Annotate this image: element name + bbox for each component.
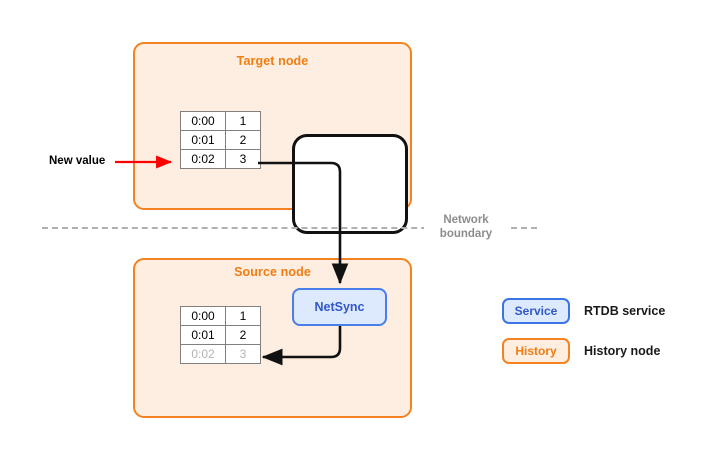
network-boundary-line2: boundary [439,228,493,240]
source-row-2-time: 0:02 [180,344,226,364]
netsync-service-box: NetSync [292,288,387,326]
source-row-2-value: 3 [225,344,261,364]
target-row-0-time: 0:00 [180,111,226,131]
target-node-container: Target node [133,42,412,234]
legend-chip-service: Service [502,298,570,324]
target-row-1-value: 2 [225,130,261,150]
target-node-title: Target node [236,54,309,68]
target-row-0-value: 1 [225,111,261,131]
target-history-table: 0:00 1 0:01 2 0:02 3 [180,111,261,169]
network-boundary-label: Network boundary [424,212,508,242]
target-history-node-box [292,134,408,234]
target-row-1-time: 0:01 [180,130,226,150]
legend-chip-history: History [502,338,570,364]
table-row: 0:02 3 [180,149,261,169]
table-row: 0:00 1 [180,306,261,326]
source-row-0-value: 1 [225,306,261,326]
table-row: 0:01 2 [180,325,261,345]
source-node-title: Source node [234,265,311,279]
table-row: 0:00 1 [180,111,261,131]
table-row: 0:02 3 [180,344,261,364]
target-row-2-time: 0:02 [180,149,226,169]
table-row: 0:01 2 [180,130,261,150]
source-history-table: 0:00 1 0:01 2 0:02 3 [180,306,261,364]
network-boundary-line [42,227,537,229]
source-row-0-time: 0:00 [180,306,226,326]
network-boundary-line1: Network [443,214,489,226]
new-value-label: New value [49,155,106,167]
legend-text-service: RTDB service [584,304,666,318]
netsync-service-label: NetSync [314,300,365,314]
source-row-1-value: 2 [225,325,261,345]
legend-text-history: History node [584,344,661,358]
source-node-container: Source node [133,258,412,418]
target-row-2-value: 3 [225,149,261,169]
source-row-1-time: 0:01 [180,325,226,345]
